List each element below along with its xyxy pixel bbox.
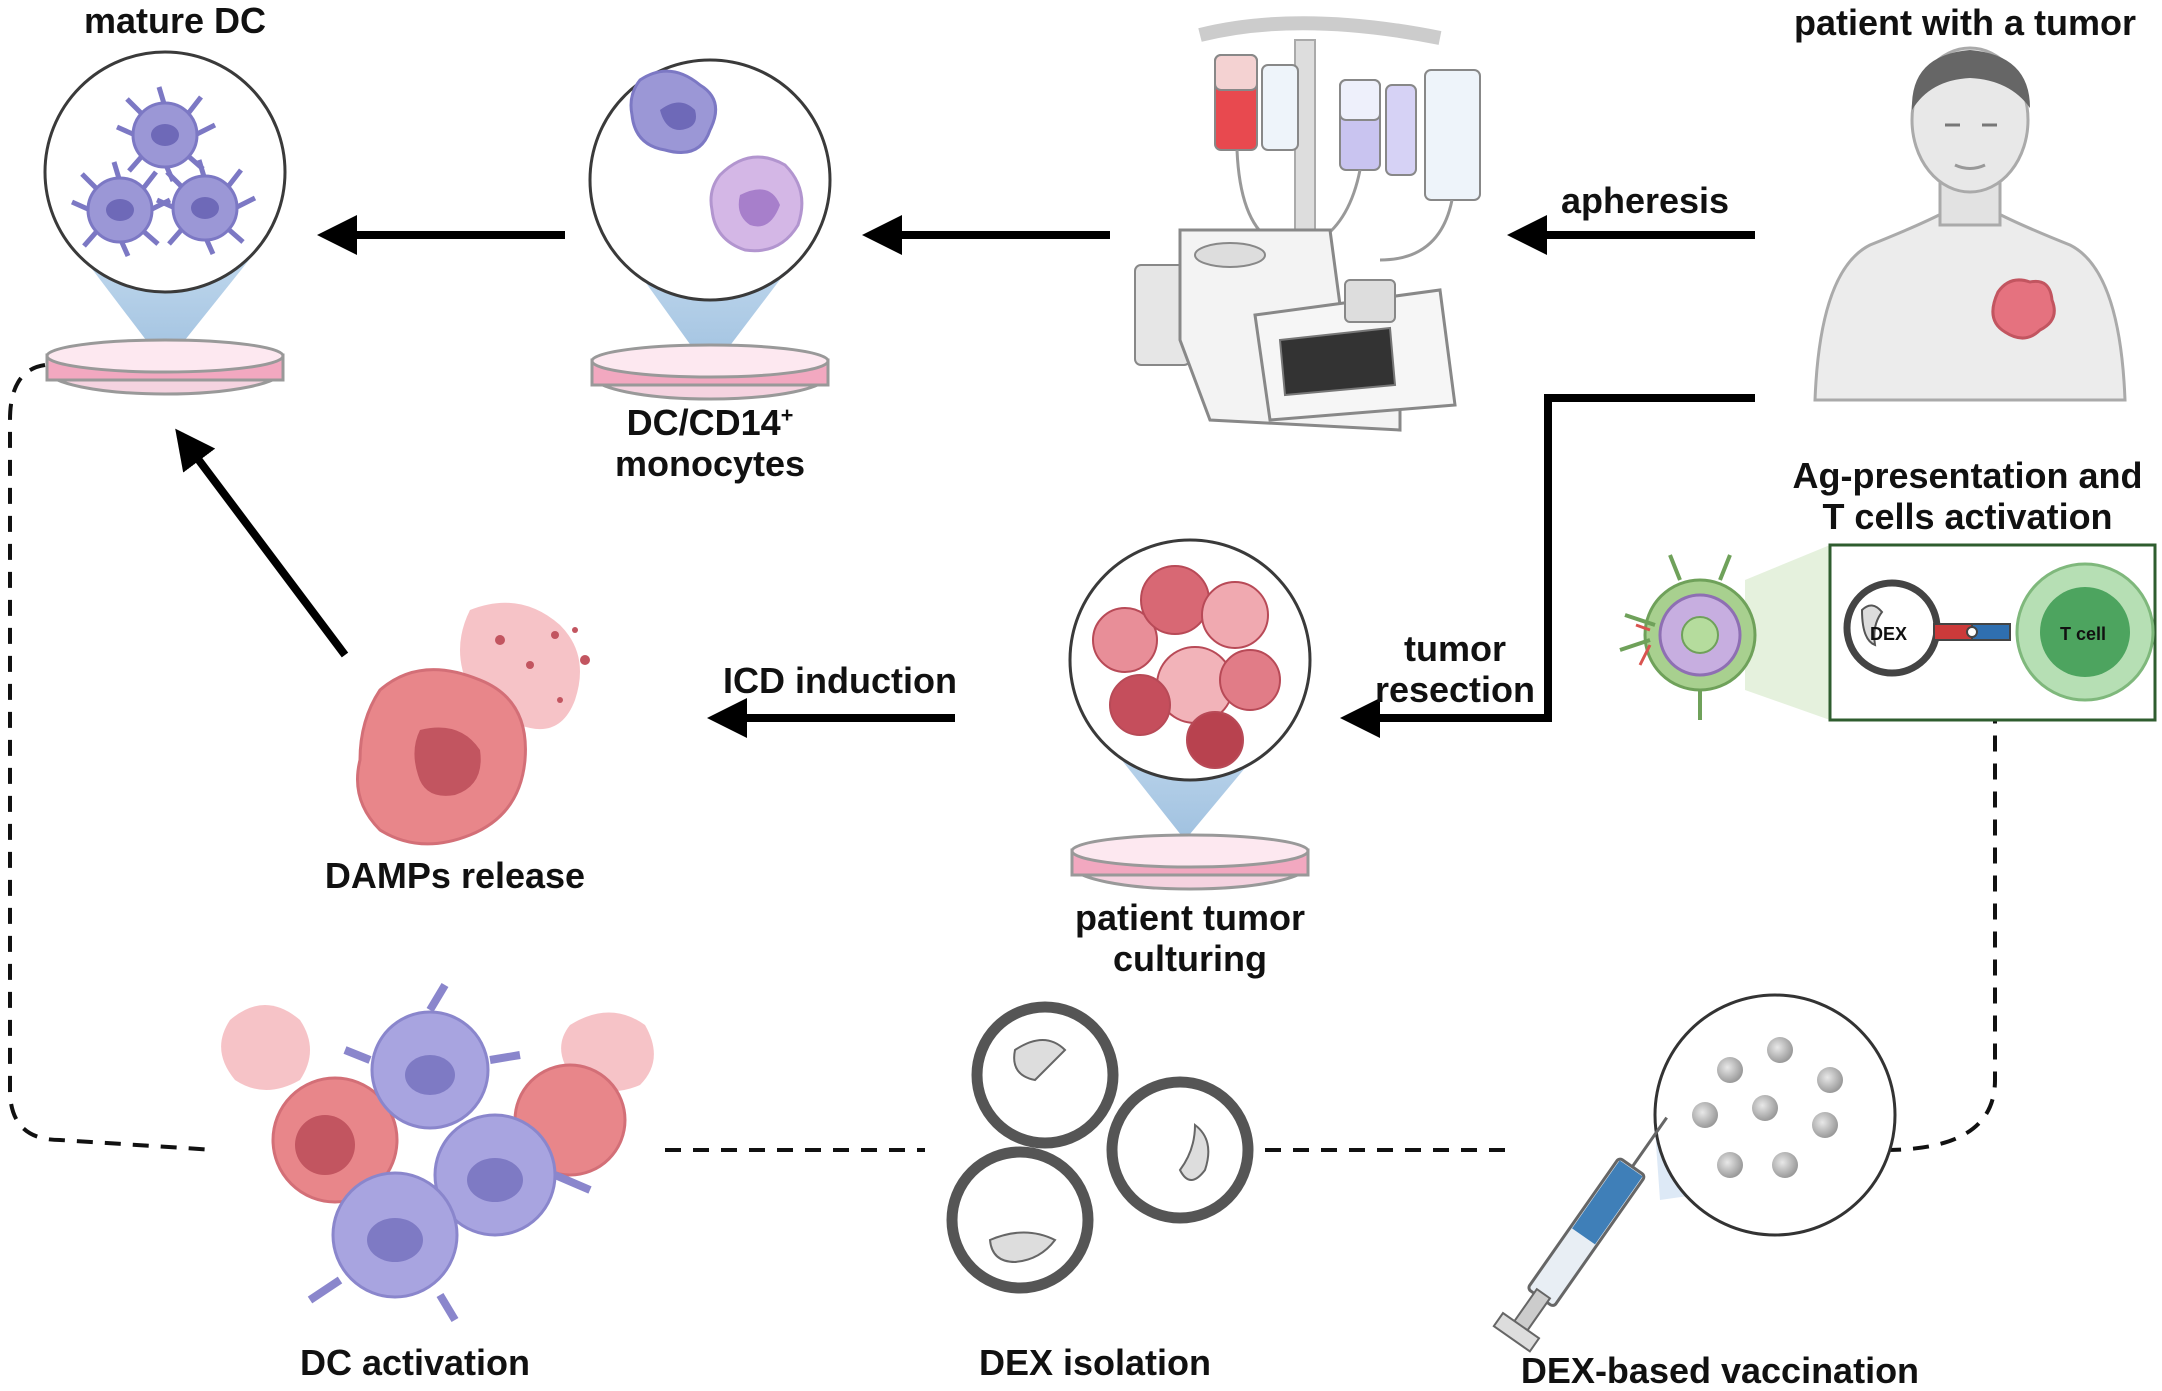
mature-dc-illustration: [43, 50, 287, 396]
tumor-culture-illustration: [1068, 538, 1312, 891]
apheresis-machine-illustration: [1134, 16, 1481, 432]
dex-vesicles-illustration: [946, 1001, 1254, 1294]
tumor-resection-line2: resection: [1374, 669, 1536, 711]
mature-dc-label: mature DC: [83, 0, 267, 41]
dc-activation-label: DC activation: [299, 1342, 531, 1383]
lymph-node-illustration: [1619, 545, 1830, 720]
patient-illustration: [1813, 46, 2127, 402]
vaccination-illustration: [1492, 993, 1897, 1353]
monocytes-label: DC/CD14+ monocytes: [580, 402, 840, 485]
dex-small-label: DEX: [1870, 624, 1907, 644]
tumor-resection-line1: tumor: [1404, 628, 1506, 669]
tumor-culturing-line1: patient tumor: [1075, 897, 1305, 938]
tumor-culturing-label: patient tumor culturing: [1045, 897, 1335, 980]
monocytes-label-sup: +: [780, 402, 794, 427]
damps-release-label: DAMPs release: [324, 855, 586, 896]
ag-presentation-line1: Ag-presentation and: [1792, 455, 2143, 496]
tumor-culturing-line2: culturing: [1113, 938, 1267, 980]
tumor-resection-label: tumor resection: [1370, 628, 1540, 711]
t-cell-zoom-box: [1828, 543, 2157, 722]
dex-vaccination-label: DEX-based vaccination: [1520, 1350, 1920, 1391]
arrow-damps-to-dc: [175, 428, 349, 658]
apheresis-label: apheresis: [1560, 180, 1730, 221]
icd-induction-label: ICD induction: [723, 660, 957, 701]
t-cell-label: T cell: [2060, 624, 2106, 644]
dex-isolation-label: DEX isolation: [978, 1342, 1212, 1383]
monocytes-illustration: [588, 58, 832, 401]
dc-activation-illustration: [221, 982, 654, 1323]
arrow-tumor-resection: [1340, 394, 1755, 738]
flow-arrows: [175, 215, 1755, 738]
monocytes-label-line1: DC/CD14: [626, 402, 781, 443]
patient-label: patient with a tumor: [1794, 2, 2136, 43]
ag-presentation-line2: T cells activation: [1822, 496, 2113, 538]
ag-presentation-label: Ag-presentation and T cells activation: [1775, 455, 2160, 538]
damps-tumor-cell-illustration: [356, 602, 590, 846]
monocytes-label-line2: monocytes: [614, 443, 806, 485]
dashed-cycle-line: [8, 363, 1997, 1152]
